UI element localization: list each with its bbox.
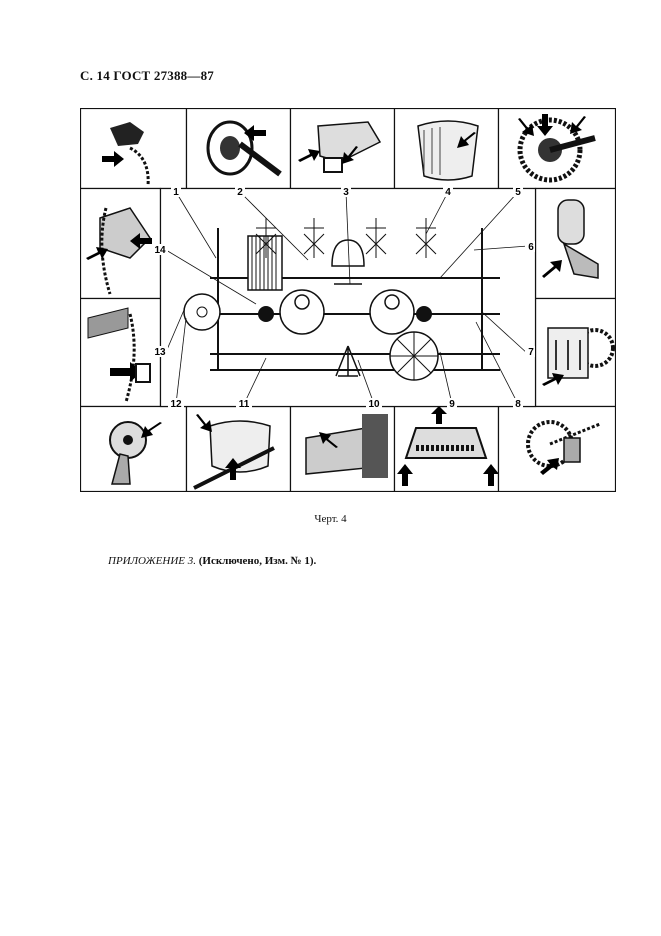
callout-3: 3 [343,187,349,198]
callout-12: 12 [170,399,182,410]
appendix-label: ПРИЛОЖЕНИЕ 3. [108,555,196,567]
central-machine-drawing [159,187,537,408]
machine-lubrication-diagram: 1 2 3 4 5 6 7 8 9 10 11 12 13 1 [80,108,616,492]
detail-panel-right-1 [534,187,616,300]
detail-panel-bottom-2 [185,405,292,492]
callout-8: 8 [515,399,521,410]
appendix-note: ПРИЛОЖЕНИЕ 3. (Исключено, Изм. № 1). [108,555,316,567]
detail-panel-top-1 [80,108,188,190]
arrow-icon [542,373,564,386]
arrow-icon [518,118,534,136]
callout-13: 13 [154,347,166,358]
callout-11: 11 [239,399,250,410]
appendix-status: (Исключено, Изм. № 1). [198,555,317,567]
detail-panel-bottom-3 [289,405,396,492]
arrow-icon [130,233,152,249]
arrow-icon [86,247,108,260]
arrow-icon [110,362,142,382]
callout-5: 5 [515,187,521,198]
arrow-icon [540,458,559,475]
detail-panel-top-3 [289,108,396,190]
diagram-svg: 1 2 3 4 5 6 7 8 9 10 11 12 13 1 [80,108,616,492]
detail-panel-left-1 [80,187,162,300]
arrow-icon [397,464,413,486]
arrow-icon [225,458,241,480]
callout-2: 2 [237,187,243,198]
arrow-icon [537,114,553,136]
arrow-icon [457,132,476,148]
page-header: С. 14 ГОСТ 27388—87 [80,68,214,83]
arrow-icon [431,406,447,424]
callout-leader-lines [165,191,529,405]
callout-1: 1 [173,187,179,198]
arrow-icon [570,116,586,134]
arrow-icon [319,432,338,448]
arrow-icon [298,149,320,162]
callout-4: 4 [445,187,451,198]
arrow-icon [102,151,124,167]
arrow-icon [244,125,266,141]
arrow-icon [141,422,162,438]
detail-panel-bottom-5 [497,405,616,492]
callout-14: 14 [154,245,166,256]
detail-panel-top-2 [185,108,292,190]
detail-panel-top-5 [497,108,616,190]
detail-panel-top-4 [393,108,500,190]
figure-caption: Черт. 4 [314,513,347,525]
callout-9: 9 [449,399,455,410]
detail-panel-left-2 [80,297,162,408]
arrow-icon [196,414,212,432]
detail-panel-right-2 [534,297,616,408]
detail-panel-bottom-1 [80,405,188,492]
arrow-icon [342,146,358,164]
callout-6: 6 [528,242,534,253]
arrow-icon [483,464,499,486]
detail-panel-bottom-4 [393,405,500,492]
callout-7: 7 [528,347,534,358]
arrow-icon [542,260,562,278]
callout-10: 10 [368,399,380,410]
callout-numbers: 1 2 3 4 5 6 7 8 9 10 11 12 13 1 [152,186,535,410]
